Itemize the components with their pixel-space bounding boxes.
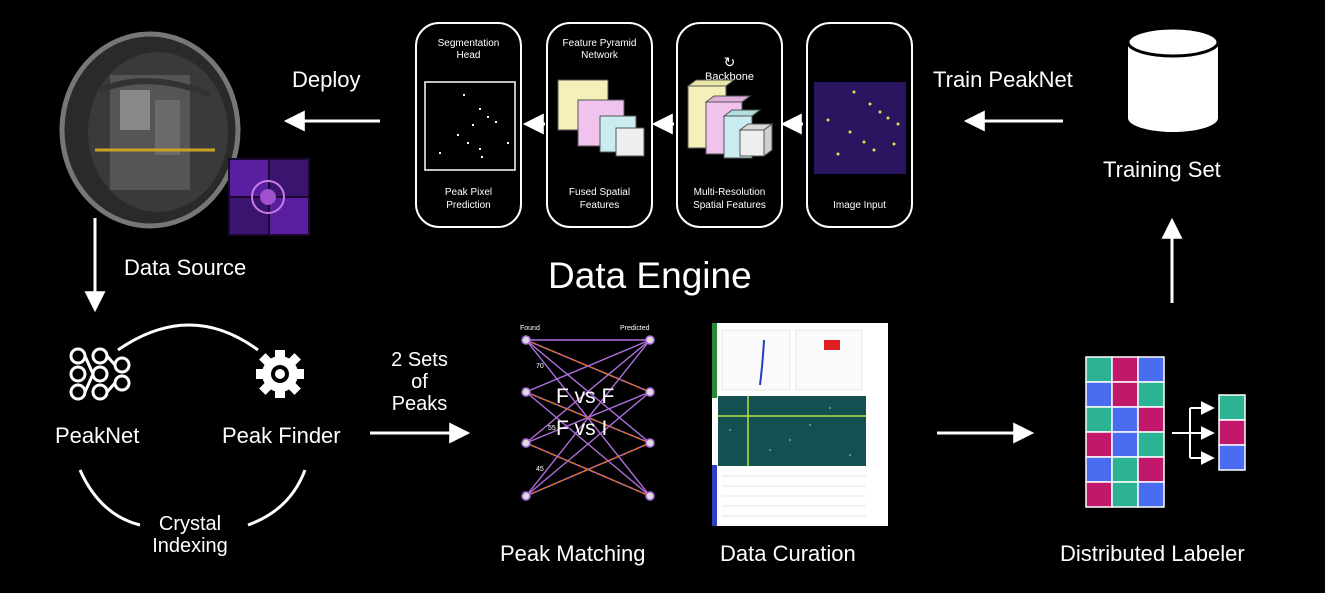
deploy-label: Deploy [292,67,361,92]
feature-pyramid-card: Feature Pyramid Network Fused Spatial Fe… [546,22,653,228]
predicted-header: Predicted [620,325,650,332]
training-set-label: Training Set [1103,157,1221,182]
labeler-fork-arrows [1172,401,1215,465]
card-top-label: Feature Pyramid Network [562,38,637,61]
cycle-arc-left [78,469,141,527]
card-bottom-label: Fused Spatial Features [568,187,631,211]
node-label-found-3: 3 [521,491,524,497]
peak-matching-label: Peak Matching [500,541,646,566]
segmentation-output-image [424,81,516,171]
diagram-title: Data Engine [548,255,752,296]
backbone-card: ↻ Backbone Multi-Resolution Spatial Feat… [676,22,783,228]
card-bottom-label: Multi-Resolution Spatial Features [693,187,766,211]
overlay-f-vs-i: F vs I [556,417,608,440]
peak-matching-graph [521,335,655,501]
node-label-found-1: 1 [521,387,524,393]
node-label-found-0: 0 [521,335,524,341]
image-input-thumbnail [814,82,906,174]
peaknet-label: PeakNet [55,423,140,448]
edge-label-45: 45 [536,466,544,473]
overlay-f-vs-f: F vs F [556,385,615,408]
cylinder-database-icon [1126,26,1220,132]
edge-label-55: 55 [548,425,556,432]
data-source-label: Data Source [124,255,247,280]
gear-icon [256,350,304,398]
detector-image-icon [59,31,310,236]
two-sets-of-peaks-label: 2 Sets of Peaks [391,349,448,415]
card-bottom-label: Peak Pixel Prediction [444,187,493,211]
backbone-cubes-icon [686,79,774,159]
diffraction-image [228,158,310,236]
found-header: Found [520,325,540,332]
feature-pyramid-icon [557,79,645,157]
segmentation-head-card: Segmentation Head Peak Pixel Prediction [415,22,522,228]
card-top-label: Segmentation Head [437,38,500,61]
data-curation-dashboard [712,323,888,526]
labeler-output-stack [1218,394,1246,471]
labeler-grid [1085,356,1165,508]
cycle-arc-top [117,323,259,352]
neural-net-icon [69,347,131,401]
peak-finder-label: Peak Finder [222,423,341,448]
train-peaknet-label: Train PeakNet [933,67,1073,92]
refresh-icon: ↻ [723,54,736,70]
card-bottom-label: Image Input [833,199,886,211]
distributed-labeler-label: Distributed Labeler [1060,541,1245,566]
crystal-indexing-label: Crystal Indexing [152,513,228,557]
data-curation-label: Data Curation [720,541,856,566]
image-input-card: Image Input [806,22,913,228]
node-label-found-2: 2 [521,438,524,444]
cycle-arc-right [247,469,307,527]
edge-label-70: 70 [536,363,544,370]
